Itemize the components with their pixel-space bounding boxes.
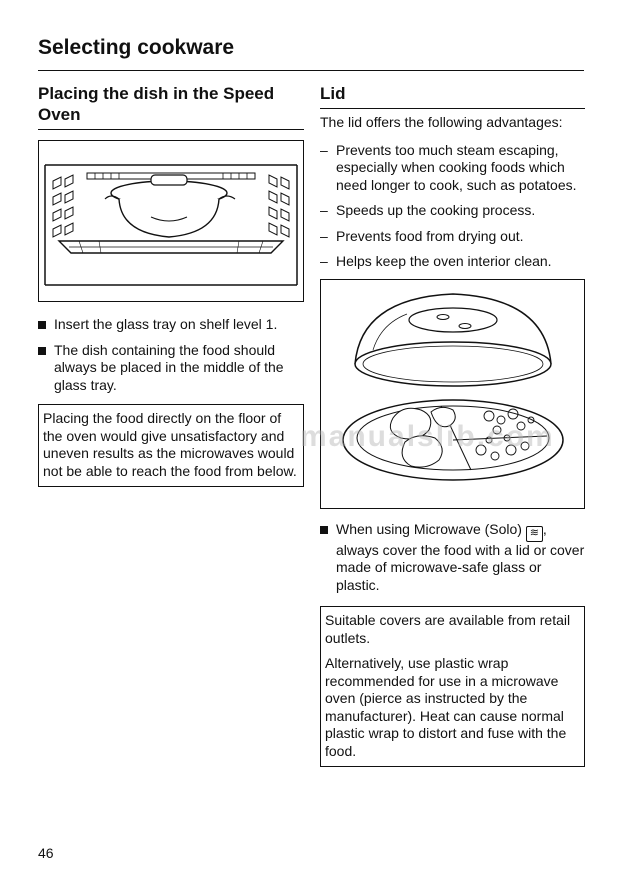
list-item: Insert the glass tray on shelf level 1. (38, 316, 304, 334)
note-box-floor: Placing the food directly on the floor o… (38, 404, 304, 487)
placement-instructions: Insert the glass tray on shelf level 1. … (38, 316, 304, 394)
bullet-square-icon (320, 525, 328, 534)
page-number: 46 (38, 845, 54, 861)
lid-intro: The lid offers the following advantages: (320, 114, 563, 130)
watermark: manualslib.com (300, 420, 555, 453)
oven-shelf-illustration (38, 140, 304, 302)
list-item: –Prevents too much steam escaping, espec… (320, 141, 577, 193)
bullet-square-icon (38, 321, 46, 329)
oven-dish-drawing (44, 164, 298, 286)
list-item: –Speeds up the cooking process. (320, 202, 536, 218)
lid-advantages-list: –Prevents too much steam escaping, espec… (320, 142, 585, 271)
list-item: –Helps keep the oven interior clean. (320, 253, 552, 269)
section-heading-lid: Lid (320, 84, 346, 103)
microwave-instructions: When using Microwave (Solo) ≋, always co… (320, 521, 585, 595)
title-divider (38, 70, 584, 71)
left-column: Placing the dish in the Speed Oven (38, 80, 304, 487)
list-item: The dish containing the food should alwa… (38, 342, 304, 395)
section-divider (320, 108, 585, 109)
list-item: When using Microwave (Solo) ≋, always co… (320, 521, 585, 595)
page-title: Selecting cookware (38, 36, 235, 59)
list-item: –Prevents food from drying out. (320, 227, 524, 244)
section-heading-placing-dish: Placing the dish in the Speed Oven (38, 84, 275, 124)
bullet-square-icon (38, 346, 46, 355)
lid-plate-illustration (320, 278, 585, 509)
microwave-icon: ≋ (525, 525, 543, 542)
right-column: Lid The lid offers the following advanta… (320, 80, 585, 767)
section-divider (38, 129, 304, 130)
lid-over-plate-drawing (342, 292, 564, 481)
note-box-covers: Suitable covers are available from retai… (320, 606, 585, 767)
